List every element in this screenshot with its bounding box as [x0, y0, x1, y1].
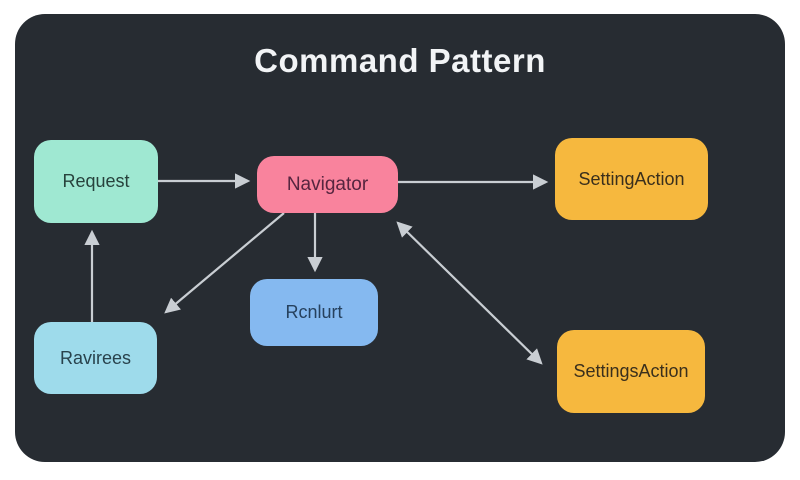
node-request[interactable]: Request — [34, 140, 158, 223]
node-settingaction-label: SettingAction — [578, 168, 685, 189]
node-ravirees[interactable]: Ravirees — [34, 322, 157, 394]
node-settingsaction[interactable]: SettingsAction — [557, 330, 705, 413]
diagram-title: Command Pattern — [254, 42, 546, 79]
node-rcnlurt[interactable]: Rcnlurt — [250, 279, 378, 346]
node-request-label: Request — [62, 171, 130, 191]
node-rcnlurt-label: Rcnlurt — [285, 302, 343, 322]
node-navigator[interactable]: Navigator — [257, 156, 398, 213]
node-ravirees-label: Ravirees — [59, 347, 132, 368]
node-navigator-label: Navigator — [286, 173, 369, 195]
node-settingsaction-label: SettingsAction — [573, 361, 689, 381]
node-settingaction[interactable]: SettingAction — [555, 138, 708, 220]
